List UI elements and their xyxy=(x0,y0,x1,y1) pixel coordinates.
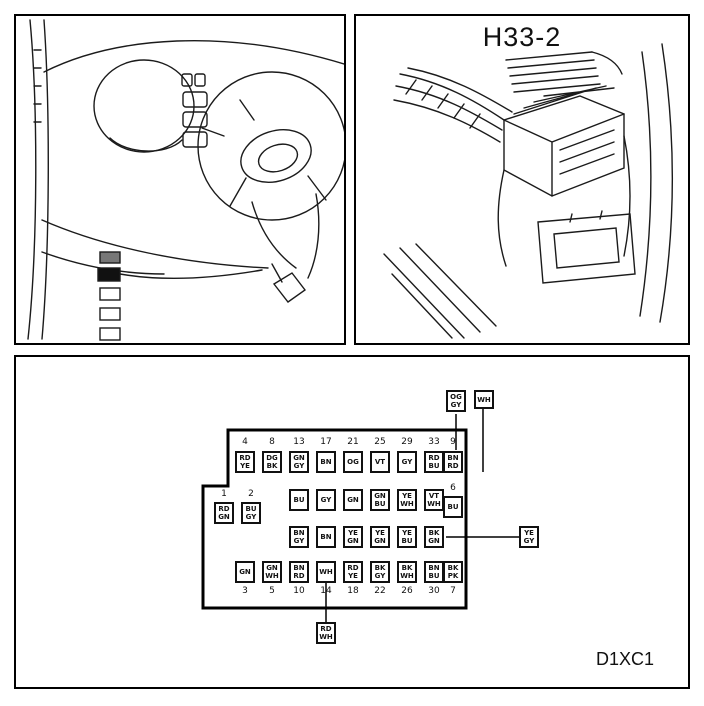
pin-number-33: 33 xyxy=(428,437,440,447)
pin-number-29: 29 xyxy=(401,437,413,447)
location-panel xyxy=(14,14,346,345)
pin-number-18: 18 xyxy=(347,586,359,596)
pin-number-4: 4 xyxy=(242,437,248,447)
pin-box-21: OG xyxy=(343,451,363,473)
pin-number-5: 5 xyxy=(269,586,275,596)
connector-outline xyxy=(201,407,519,622)
pin-box-29: GY xyxy=(397,451,417,473)
pin-number-22: 22 xyxy=(374,586,386,596)
wire-box: BN xyxy=(316,526,336,548)
callout-box-wh: WH xyxy=(474,390,494,409)
connector-name-label: H33-2 xyxy=(482,22,562,52)
wire-box: GN xyxy=(343,489,363,511)
connector-illustration xyxy=(383,43,673,339)
pin-number-21: 21 xyxy=(347,437,359,447)
pin-box-25: VT xyxy=(370,451,390,473)
pin-number-9: 9 xyxy=(450,437,456,447)
pin-number-13: 13 xyxy=(293,437,305,447)
pin-number-10: 10 xyxy=(293,586,305,596)
pin-number-25: 25 xyxy=(374,437,386,447)
pin-number-3: 3 xyxy=(242,586,248,596)
pin-number-17: 17 xyxy=(320,437,332,447)
pin-number-7: 7 xyxy=(450,586,456,596)
wire-box: GY xyxy=(316,489,336,511)
pin-number-8: 8 xyxy=(269,437,275,447)
pin-box-6: BU xyxy=(443,496,463,518)
pin-box-14: WH xyxy=(316,561,336,583)
dashboard-illustration xyxy=(27,19,344,341)
pin-number-2: 2 xyxy=(248,489,254,499)
pin-number-1: 1 xyxy=(221,489,227,499)
connector-view-panel: H33-2 xyxy=(354,14,690,345)
pin-box-17: BN xyxy=(316,451,336,473)
diagram-id-label: D1XC1 xyxy=(596,649,655,669)
wire-box: BU xyxy=(289,489,309,511)
pin-number-30: 30 xyxy=(428,586,440,596)
pin-box-3: GN xyxy=(235,561,255,583)
pin-number-26: 26 xyxy=(401,586,413,596)
pin-number-6: 6 xyxy=(450,483,456,493)
pin-number-14: 14 xyxy=(320,586,332,596)
